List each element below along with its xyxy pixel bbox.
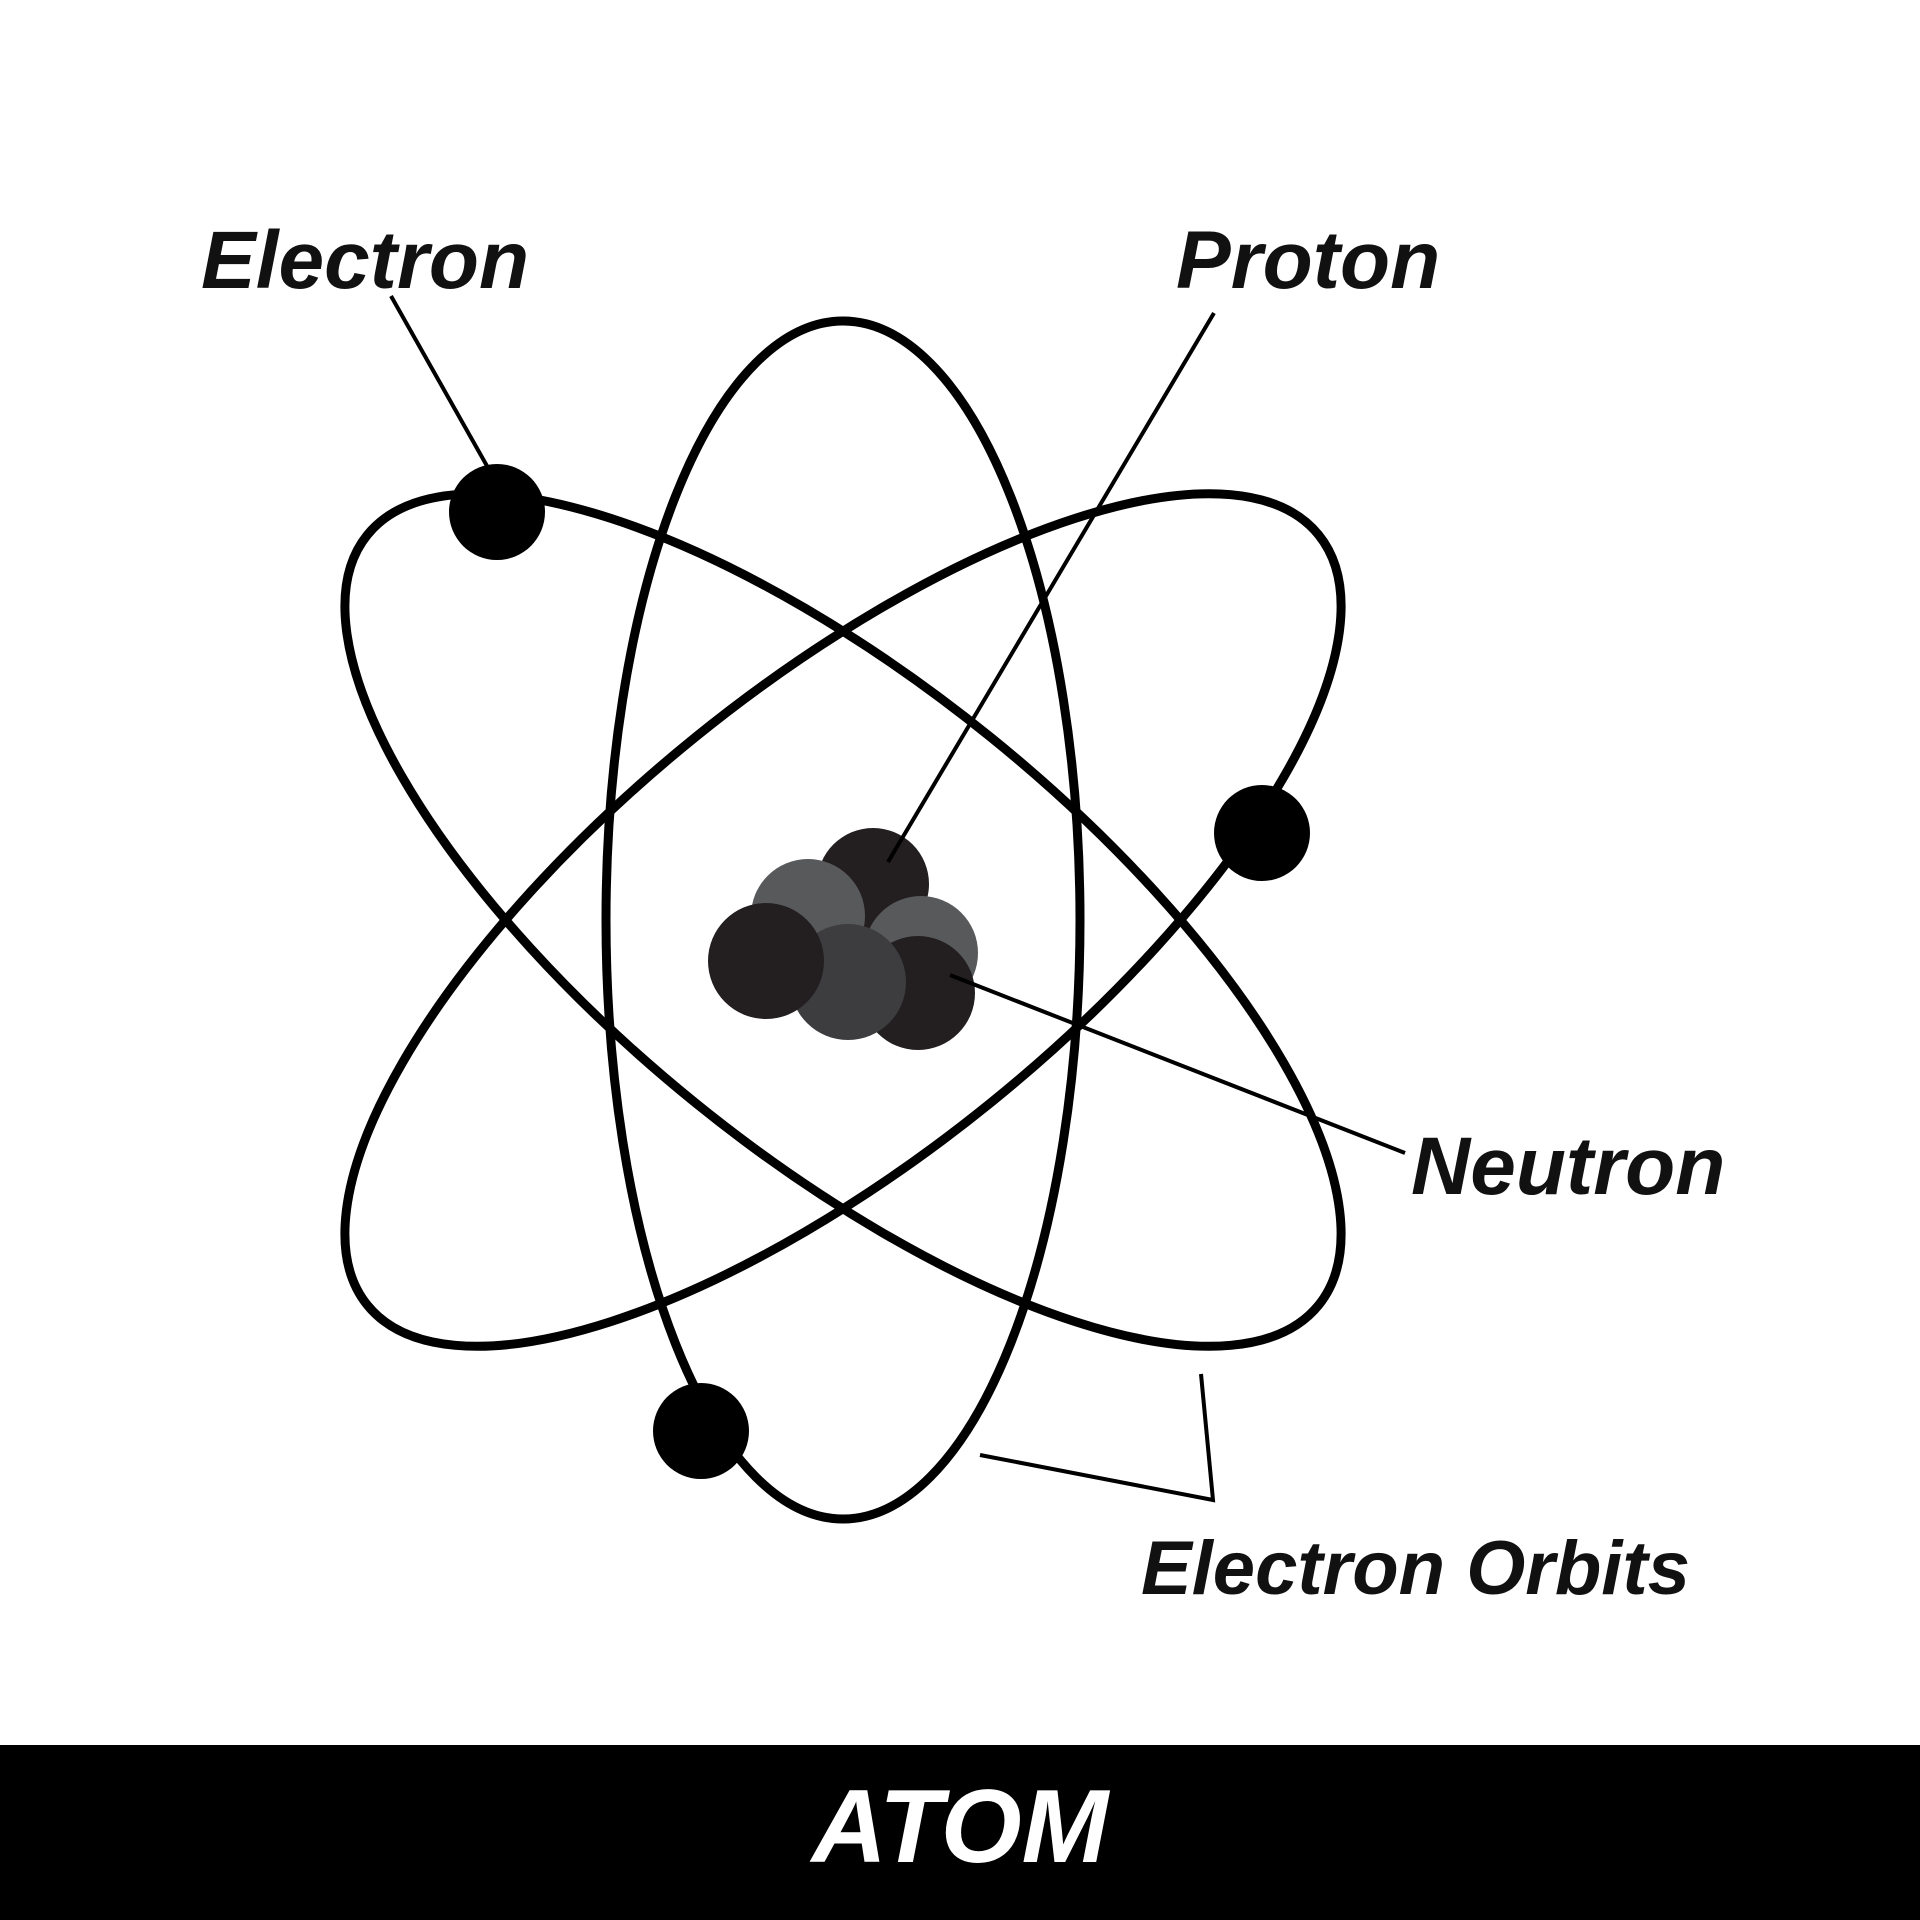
- neutron-leader-line: [949, 973, 1406, 1155]
- neutron-label: Neutron: [1411, 1121, 1725, 1212]
- nucleus: [708, 828, 978, 1050]
- electron-particle: [653, 1383, 749, 1479]
- orbit-diagonal-up: [340, 489, 1346, 1351]
- orbits-leader-line: [979, 1373, 1216, 1503]
- proton-label: Proton: [1176, 215, 1440, 306]
- electron-orbits: [340, 316, 1346, 1524]
- proton-particle: [708, 903, 824, 1019]
- electrons: [449, 464, 1310, 1479]
- orbit-vertical: [601, 316, 1085, 1524]
- electron-particle: [1214, 785, 1310, 881]
- title-bar: [0, 1745, 1920, 1920]
- proton-leader-line: [886, 311, 1216, 864]
- electron-label: Electron: [201, 215, 529, 306]
- orbit-diagonal-down: [340, 489, 1346, 1351]
- leader-lines: [389, 295, 1406, 1503]
- electron-particle: [449, 464, 545, 560]
- electron-orbits-label: Electron Orbits: [1141, 1526, 1690, 1611]
- page-title: ATOM: [809, 1769, 1111, 1885]
- electron-leader-line: [389, 295, 489, 467]
